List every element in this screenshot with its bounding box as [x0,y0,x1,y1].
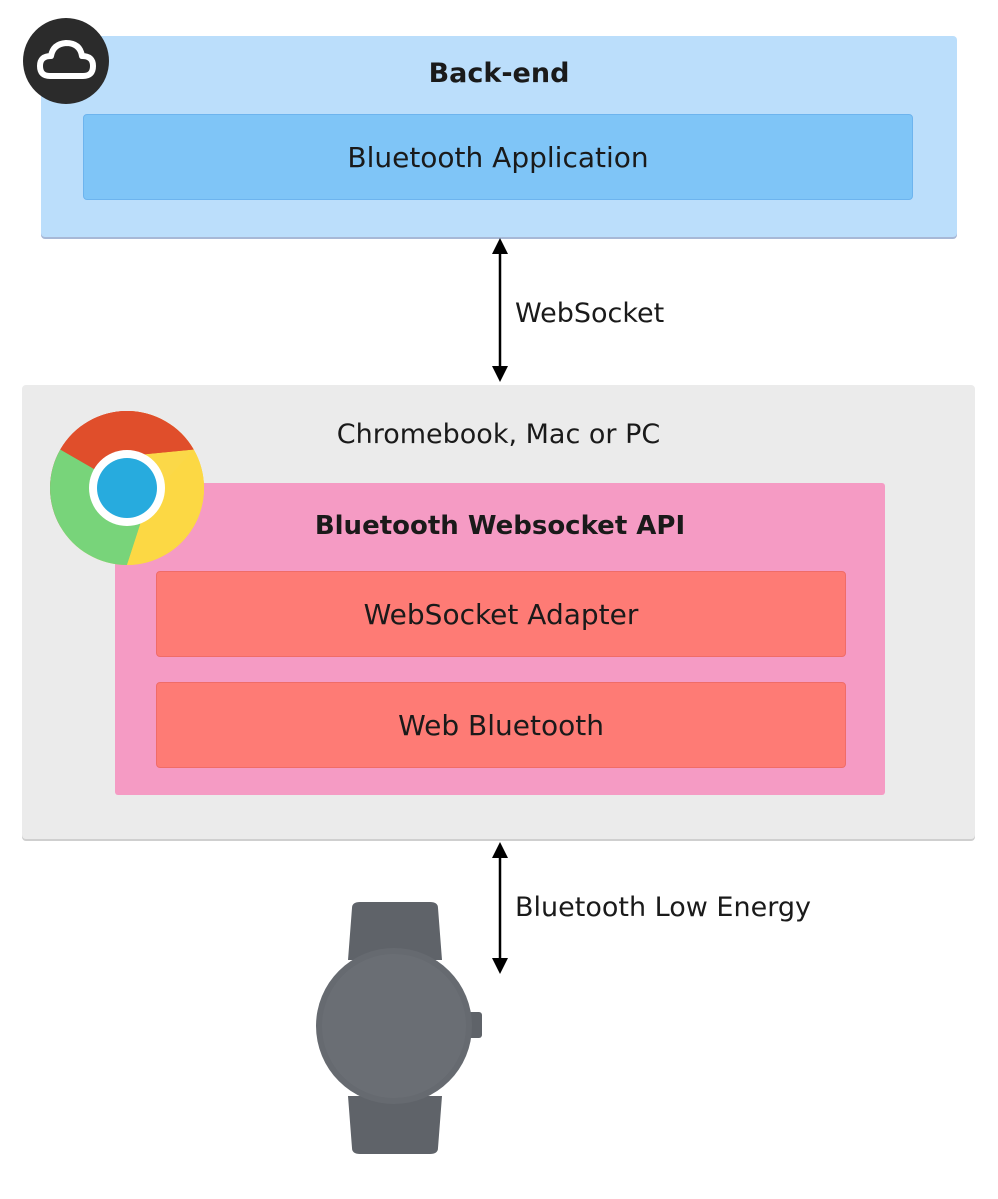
websocket-adapter-box: WebSocket Adapter [156,571,846,657]
websocket-arrow [492,238,508,382]
cloud-icon [23,18,109,104]
backend-panel: Back-end Bluetooth Application [41,36,957,237]
web-bluetooth-box: Web Bluetooth [156,682,846,768]
backend-title: Back-end [428,57,570,89]
api-title: Bluetooth Websocket API [314,511,686,541]
bluetooth-application-box: Bluetooth Application [83,114,913,200]
bluetooth-websocket-api-panel: Bluetooth Websocket API WebSocket Adapte… [115,483,885,795]
chrome-icon [50,411,204,565]
websocket-label: WebSocket [515,298,665,329]
device-title: Chromebook, Mac or PC [336,418,661,450]
ble-label: Bluetooth Low Energy [515,892,811,923]
smartwatch-icon [316,902,482,1154]
ble-arrow [492,842,508,974]
